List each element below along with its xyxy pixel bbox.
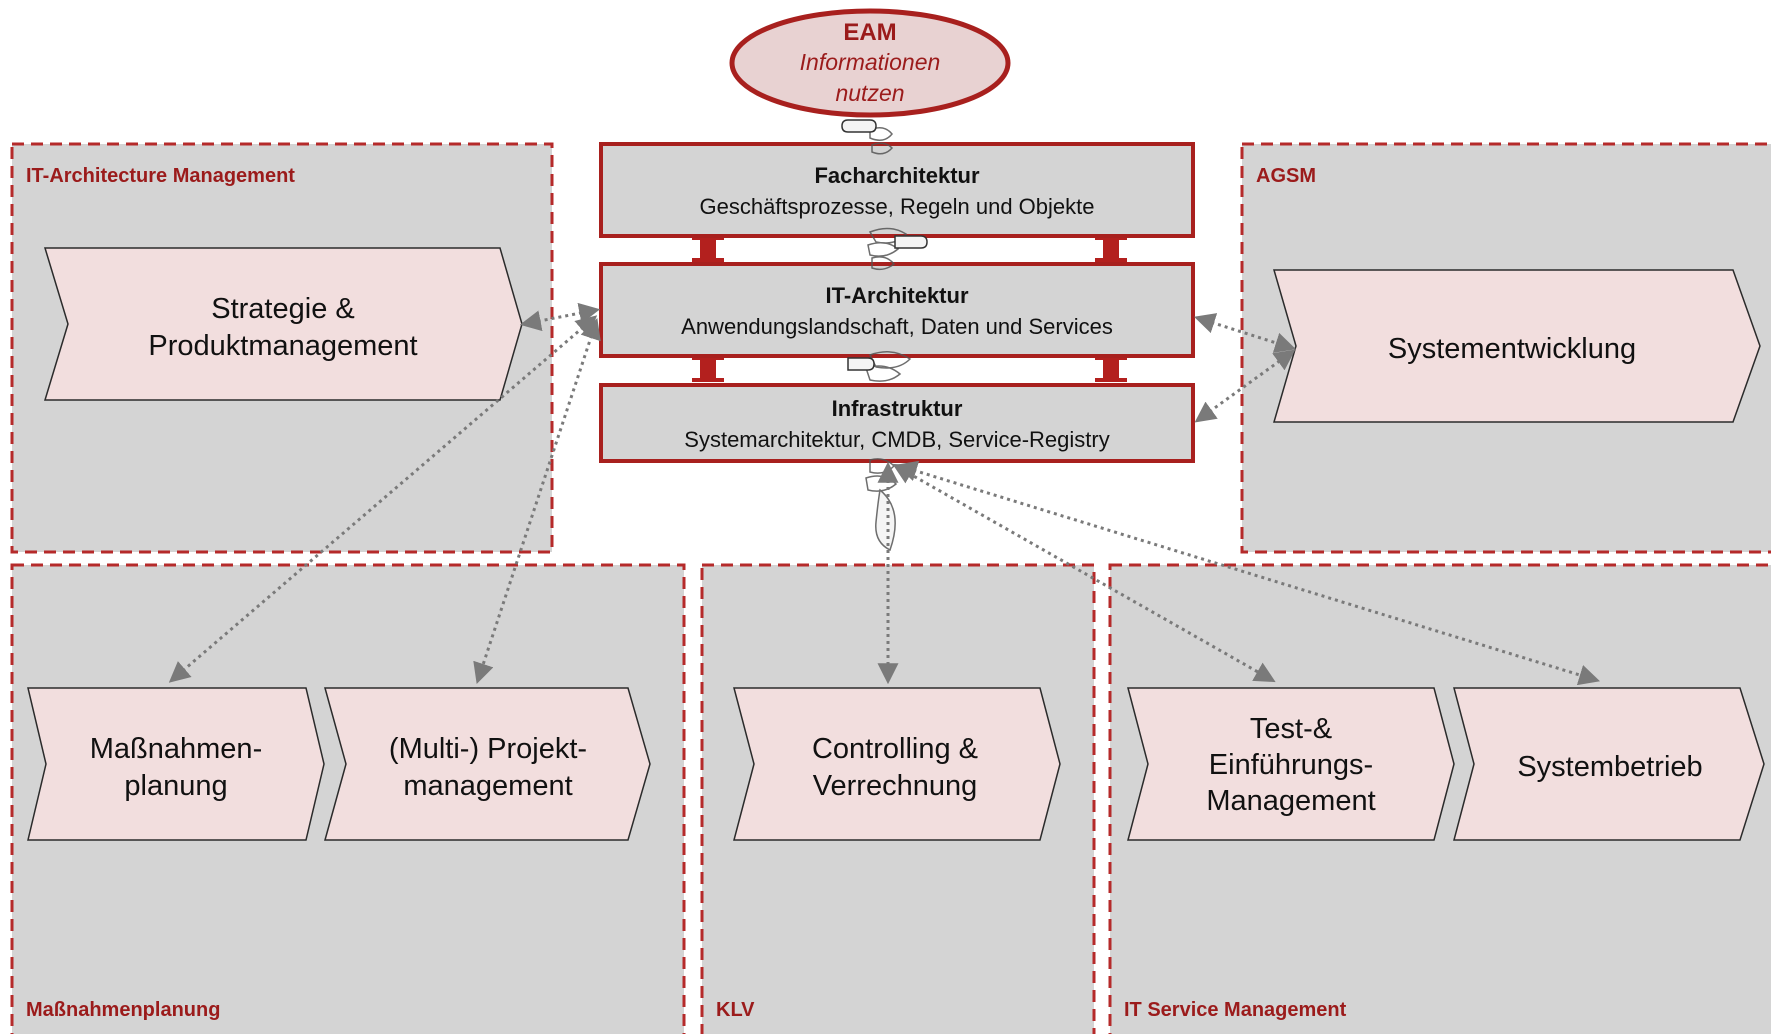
process-label-projekt-1: (Multi-) Projekt- xyxy=(389,733,587,765)
connector-infra-systementwicklung xyxy=(1194,349,1296,423)
process-label-projekt-2: management xyxy=(403,770,572,802)
process-systementwicklung: Systementwicklung xyxy=(1273,269,1761,423)
layer-infrastruktur: Infrastruktur Systemarchitektur, CMDB, S… xyxy=(599,383,1195,463)
process-projektmanagement: (Multi-) Projekt- management xyxy=(324,687,651,841)
process-massnahmenplanung: Maßnahmen- planung xyxy=(27,687,325,841)
connectors xyxy=(168,302,1601,686)
process-label-massnahmen-2: planung xyxy=(124,770,227,802)
pointing-hand-icon xyxy=(841,119,928,371)
process-label-controlling-2: Verrechnung xyxy=(813,770,977,802)
process-controlling-verrechnung: Controlling & Verrechnung xyxy=(733,687,1061,841)
process-label-test-1: Test-& xyxy=(1250,713,1332,745)
layer-facharchitektur: Facharchitektur Geschäftsprozesse, Regel… xyxy=(599,142,1195,238)
eam-line1: Informationen xyxy=(800,49,941,75)
process-label-massnahmen-1: Maßnahmen- xyxy=(90,733,262,765)
zone-title-klv: KLV xyxy=(716,999,755,1021)
connector-it-systementwicklung xyxy=(1193,313,1297,353)
layer-title-fach: Facharchitektur xyxy=(814,163,979,188)
eam-line2: nutzen xyxy=(835,80,904,106)
eam-ellipse: EAM Informationen nutzen xyxy=(729,8,1011,118)
process-test-einfuehrungsmanagement: Test-& Einführungs- Management xyxy=(1127,687,1455,841)
zone-title-massnahmen: Maßnahmenplanung xyxy=(26,999,220,1021)
zone-title-itam: IT-Architecture Management xyxy=(26,165,295,187)
zone-title-itsm: IT Service Management xyxy=(1124,999,1347,1021)
process-strategie-produktmanagement: Strategie & Produktmanagement xyxy=(43,247,523,401)
layer-subtitle-infra: Systemarchitektur, CMDB, Service-Registr… xyxy=(684,427,1109,452)
layer-title-it: IT-Architektur xyxy=(825,283,968,308)
layer-subtitle-fach: Geschäftsprozesse, Regeln und Objekte xyxy=(699,194,1094,219)
layer-title-infra: Infrastruktur xyxy=(832,396,963,421)
process-label-strategie-1: Strategie & xyxy=(211,293,354,325)
process-systembetrieb: Systembetrieb xyxy=(1453,687,1765,841)
connector-infra-systembetrieb xyxy=(895,460,1601,686)
process-label-test-3: Management xyxy=(1206,785,1375,817)
zone-title-agsm: AGSM xyxy=(1256,165,1316,187)
process-label-strategie-2: Produktmanagement xyxy=(148,330,417,362)
process-label-test-2: Einführungs- xyxy=(1209,749,1373,781)
layer-subtitle-it: Anwendungslandschaft, Daten und Services xyxy=(681,314,1113,339)
layer-it-architektur: IT-Architektur Anwendungslandschaft, Dat… xyxy=(599,262,1195,358)
eam-title: EAM xyxy=(843,19,896,46)
process-label-systembetrieb: Systembetrieb xyxy=(1517,751,1702,783)
process-label-systementwicklung: Systementwicklung xyxy=(1388,333,1636,365)
process-label-controlling-1: Controlling & xyxy=(812,733,978,765)
